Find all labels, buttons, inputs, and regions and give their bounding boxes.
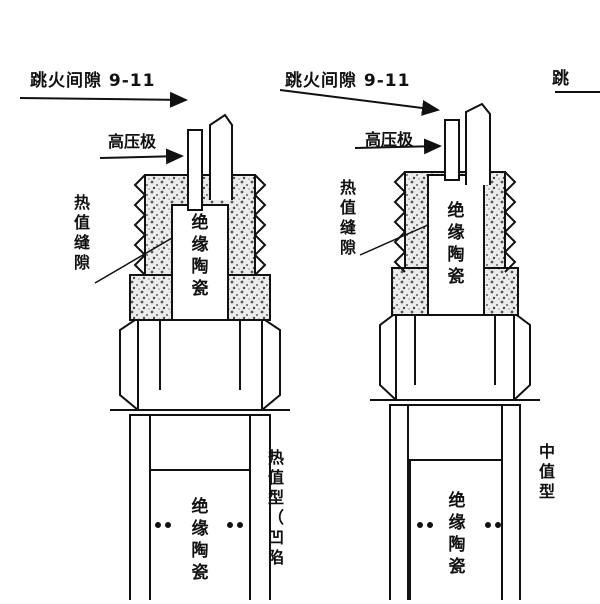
left-hv-arrow bbox=[99, 148, 184, 165]
left-ground-electrode bbox=[209, 113, 233, 200]
left-dot-c bbox=[227, 522, 233, 528]
left-center-electrode bbox=[187, 129, 203, 211]
right-plug bbox=[359, 102, 540, 604]
spark-gap-label-right: 跳火间隙 9-11 bbox=[285, 71, 411, 91]
left-plug bbox=[94, 113, 290, 604]
left-gap-arrow bbox=[19, 91, 188, 108]
right-dot-a bbox=[417, 522, 423, 528]
left-insulator-bottom bbox=[149, 469, 251, 604]
spark-gap-label-left: 跳火间隙 9-11 bbox=[30, 71, 156, 91]
left-insulator-top bbox=[171, 204, 229, 321]
left-dot-b bbox=[165, 522, 171, 528]
hv-pole-label-left: 高压极 bbox=[108, 132, 157, 151]
insulator-top-label-left: 绝缘陶瓷 bbox=[191, 213, 209, 299]
right-hex-nut bbox=[379, 312, 531, 401]
right-insulator-top bbox=[427, 174, 485, 316]
right-insulator-bottom bbox=[409, 459, 503, 604]
insulator-bottom-label-left: 绝缘陶瓷 bbox=[191, 497, 209, 583]
right-dot-c bbox=[485, 522, 491, 528]
heat-gap-label-right: 热值缝隙 bbox=[339, 178, 356, 257]
right-center-electrode bbox=[444, 119, 460, 181]
left-hex-nut bbox=[119, 317, 281, 411]
spark-gap-label-third: 跳 bbox=[552, 69, 570, 89]
hv-pole-label-right: 高压极 bbox=[365, 130, 414, 149]
insulator-top-label-right: 绝缘陶瓷 bbox=[447, 201, 465, 287]
right-gap-arrow bbox=[279, 89, 440, 116]
insulator-bottom-label-right: 绝缘陶瓷 bbox=[448, 491, 466, 577]
medium-type-label: 中值型 bbox=[538, 442, 555, 501]
right-ground-electrode bbox=[465, 102, 491, 185]
heat-gap-label-left: 热值缝隙 bbox=[73, 193, 90, 272]
left-dot-a bbox=[155, 522, 161, 528]
right-dot-d bbox=[495, 522, 501, 528]
right-dot-b bbox=[427, 522, 433, 528]
right-hv-arrow bbox=[354, 138, 442, 155]
hot-type-label: 热值型（凹陷 bbox=[267, 448, 284, 567]
left-dot-d bbox=[237, 522, 243, 528]
